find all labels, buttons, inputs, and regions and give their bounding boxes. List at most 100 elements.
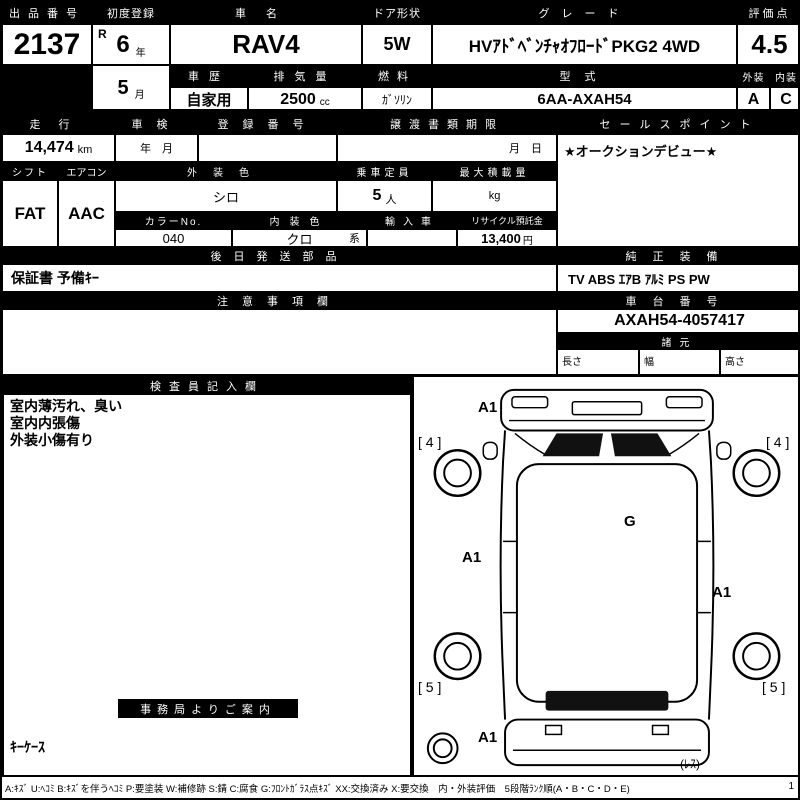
ac-value: AAC (58, 180, 115, 247)
capacity-value: 5 人 (337, 180, 432, 212)
equipment-value: TV ABS ｴｱB ｱﾙﾐ PS PW (557, 264, 798, 292)
page-number: 1 (788, 781, 794, 792)
capacity-number: 5 (372, 187, 382, 204)
score-value: 4.5 (737, 24, 798, 65)
month-unit: 月 (134, 90, 145, 101)
rear-bumper (504, 718, 710, 767)
recycle-number: 13,400 (481, 230, 521, 246)
first-reg-year: 6 (116, 30, 130, 58)
transfer-deadline-value: 月 日 (337, 134, 557, 162)
caution-notes-label: 注意事項欄 (2, 292, 557, 309)
mileage-label: 走行 (2, 113, 115, 134)
side-mirrors (482, 441, 732, 460)
history-value: 自家用 (170, 87, 248, 112)
grade-label: グレード (432, 2, 737, 24)
registration-no-label: 登録番号 (198, 113, 337, 134)
first-reg-month: 5 (117, 77, 129, 99)
inspector-note-line: 外装小傷有り (10, 432, 94, 448)
history-label: 車歴 (170, 65, 248, 87)
car-outline-diagram (426, 388, 781, 767)
chassis-no-value: AXAH54-4057417 (557, 309, 798, 333)
car-name-label: 車名 (170, 2, 362, 24)
fuel-label: 燃料 (362, 65, 432, 87)
dimensions-label: 諸元 (557, 333, 798, 349)
auction-no-text: 2137 (13, 27, 81, 61)
mileage-unit: km (77, 144, 93, 156)
capacity-label: 乗車定員 (337, 162, 432, 180)
legend-bar: A:ｷｽﾞ U:ﾍｺﾐ B:ｷｽﾞを伴うﾍｺﾐ P:要塗装 W:補修跡 S:錆 … (2, 777, 798, 798)
interior-color-text: クロ (286, 231, 313, 247)
exterior-grade-value: A (737, 87, 770, 112)
exterior-color-label: 外装色 (115, 162, 337, 180)
grade-value: HVｱﾄﾞﾍﾞﾝﾁｬｵﾌﾛｰﾄﾞPKG2 4WD (432, 24, 737, 65)
color-no-label: カラーNo. (115, 212, 232, 229)
score-label: 評価点 (737, 2, 798, 24)
equipment-label: 純正装備 (557, 247, 798, 264)
caution-notes-area (2, 309, 557, 375)
inspector-note-line: 室内内張傷 (10, 415, 80, 431)
sales-point-value: ★オークションデビュー★ (557, 134, 798, 247)
displacement-unit: cc (319, 97, 330, 108)
auction-no-label: 出品番号 (2, 2, 92, 24)
interior-color-suffix: 系 (349, 233, 360, 245)
spare-tire-circle (426, 732, 459, 765)
interior-grade-label: 内装 (770, 65, 798, 87)
import-car-label: 輸入車 (367, 212, 457, 229)
door-shape-value: 5W (362, 24, 432, 65)
mileage-number: 14,474 (24, 139, 74, 156)
length-cell: 長さ (557, 349, 639, 375)
shaken-value: 年 月 (115, 134, 198, 162)
first-reg-month-cell: 5 月 (92, 65, 170, 112)
section-divider-h (2, 109, 798, 113)
tire-mark-front-left: [ 4 ] (418, 434, 442, 450)
roof (515, 463, 699, 703)
office-info-label: 事務局よりご案内 (118, 699, 298, 718)
era-letter: R (98, 27, 107, 41)
shift-label: シフト (2, 162, 58, 180)
glass-mark-g: G (624, 513, 636, 530)
registration-no-value (198, 134, 337, 162)
shift-value: FAT (2, 180, 58, 247)
damage-mark-a1-left: A1 (462, 549, 482, 566)
mileage-value: 14,474 km (2, 134, 115, 162)
auction-no-filler (2, 65, 92, 112)
shaken-label: 車検 (115, 113, 198, 134)
damage-mark-a1-front: A1 (478, 399, 498, 416)
car-name-value: RAV4 (170, 24, 362, 65)
first-reg-label: 初度登録 (92, 2, 170, 24)
front-bumper (500, 388, 714, 432)
import-car-value (367, 229, 457, 247)
body-sides (499, 430, 715, 720)
exterior-color-value: シロ (115, 180, 337, 212)
color-no-value: 040 (115, 229, 232, 247)
inspector-panel: 検査員記入欄 室内薄汚れ、臭い 室内内張傷 外装小傷有り 事務局よりご案内 ｷｰ… (2, 375, 412, 777)
recycle-unit: 円 (522, 235, 533, 247)
door-seams (503, 540, 711, 614)
displacement-label: 排気量 (248, 65, 362, 87)
first-reg-year-cell: R 6 年 (92, 24, 170, 65)
exterior-grade-label: 外装 (737, 65, 770, 87)
capacity-unit: 人 (385, 193, 397, 206)
damage-mark-a1-rear: A1 (478, 729, 498, 746)
inspector-note-line: 室内薄汚れ、臭い (10, 398, 123, 414)
windshield (542, 433, 672, 457)
model-code-label: 型式 (432, 65, 737, 87)
ship-later-value: 保証書 予備ｷｰ (2, 264, 557, 292)
tire-mark-rear-right: [ 5 ] (762, 679, 786, 695)
interior-color-label: 内装色 (232, 212, 367, 229)
spare-less-mark: (ﾚｽ) (680, 757, 700, 771)
recycle-deposit-label: リサイクル預託金 (457, 212, 557, 229)
auction-no-value: 2137 (2, 24, 92, 65)
legend-text: A:ｷｽﾞ U:ﾍｺﾐ B:ｷｽﾞを伴うﾍｺﾐ P:要塗装 W:補修跡 S:錆 … (5, 784, 630, 795)
inspector-notes: 室内薄汚れ、臭い 室内内張傷 外装小傷有り (10, 398, 122, 449)
hood-lines (514, 432, 700, 455)
inspector-notes-label: 検査員記入欄 (4, 377, 410, 395)
recycle-deposit-value: 13,400 円 (457, 229, 557, 247)
door-shape-label: ドア形状 (362, 2, 432, 24)
year-unit: 年 (135, 48, 146, 59)
ship-later-label: 後日発送部品 (2, 247, 557, 264)
rear-window (545, 690, 669, 711)
displacement-number: 2500 (280, 90, 316, 108)
sales-point-label: セールスポイント (557, 113, 798, 134)
